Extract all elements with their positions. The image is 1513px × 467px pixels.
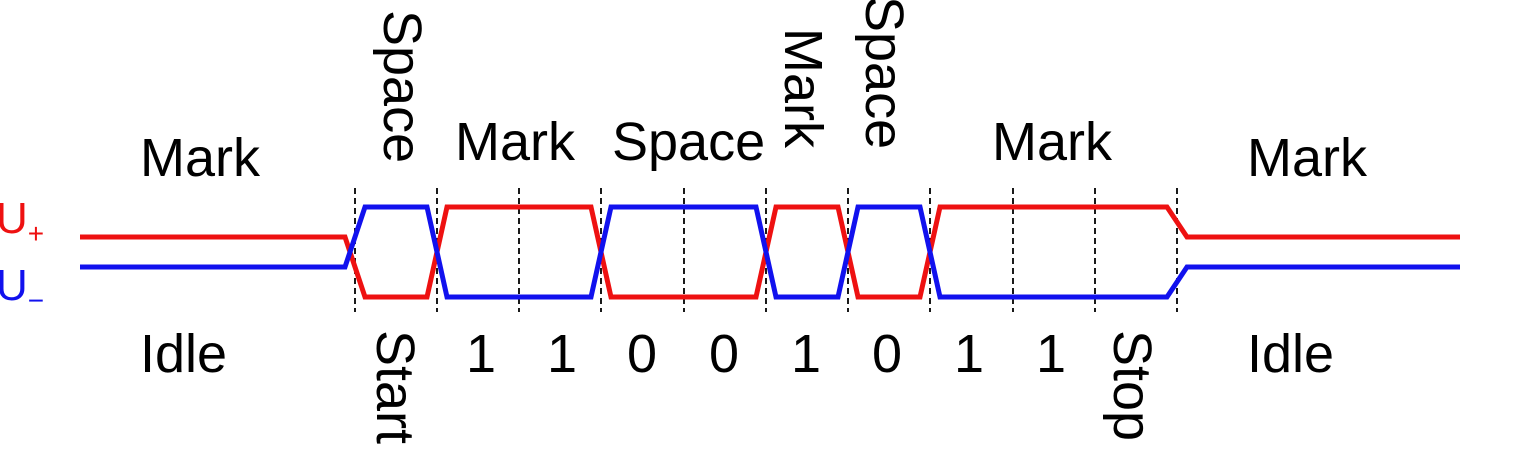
bit-label-bit-8: 1 bbox=[1036, 324, 1066, 384]
bit-label-bit-7: 1 bbox=[954, 324, 984, 384]
u-minus-subscript: − bbox=[28, 285, 44, 316]
bit-label-bit-5: 1 bbox=[791, 324, 821, 384]
state-label-start-space: Space bbox=[372, 10, 432, 163]
state-label-mark-2: Mark bbox=[773, 28, 833, 149]
bit-label-idle-left: Idle bbox=[140, 324, 227, 384]
bit-label-bit-6: 0 bbox=[872, 324, 902, 384]
svg-text:U−: U− bbox=[0, 261, 44, 316]
state-label-idle-mark-2: Mark bbox=[1247, 128, 1368, 188]
u-minus-label: U− bbox=[0, 261, 44, 316]
bit-label-stop: Stop bbox=[1102, 330, 1162, 441]
u-plus-subscript: + bbox=[28, 218, 44, 249]
state-label-mark-3: Mark bbox=[992, 112, 1113, 172]
state-label-space-2: Space bbox=[854, 0, 914, 149]
bit-label-bit-4: 0 bbox=[709, 324, 739, 384]
bit-label-bit-2: 1 bbox=[547, 324, 577, 384]
u-minus-waveform bbox=[80, 204, 1460, 300]
state-label-idle-mark: Mark bbox=[140, 128, 261, 188]
u-plus-waveform bbox=[80, 204, 1460, 300]
bit-label-bit-1: 1 bbox=[466, 324, 496, 384]
bit-label-start: Start bbox=[365, 330, 425, 444]
u-plus-letter: U bbox=[0, 194, 28, 243]
bit-label-idle-right: Idle bbox=[1247, 324, 1334, 384]
u-plus-label: U+ bbox=[0, 194, 44, 249]
state-label-space-1: Space bbox=[612, 112, 765, 172]
state-label-mark-1: Mark bbox=[455, 112, 576, 172]
svg-text:U+: U+ bbox=[0, 194, 44, 249]
u-minus-letter: U bbox=[0, 261, 28, 310]
bit-label-bit-3: 0 bbox=[627, 324, 657, 384]
